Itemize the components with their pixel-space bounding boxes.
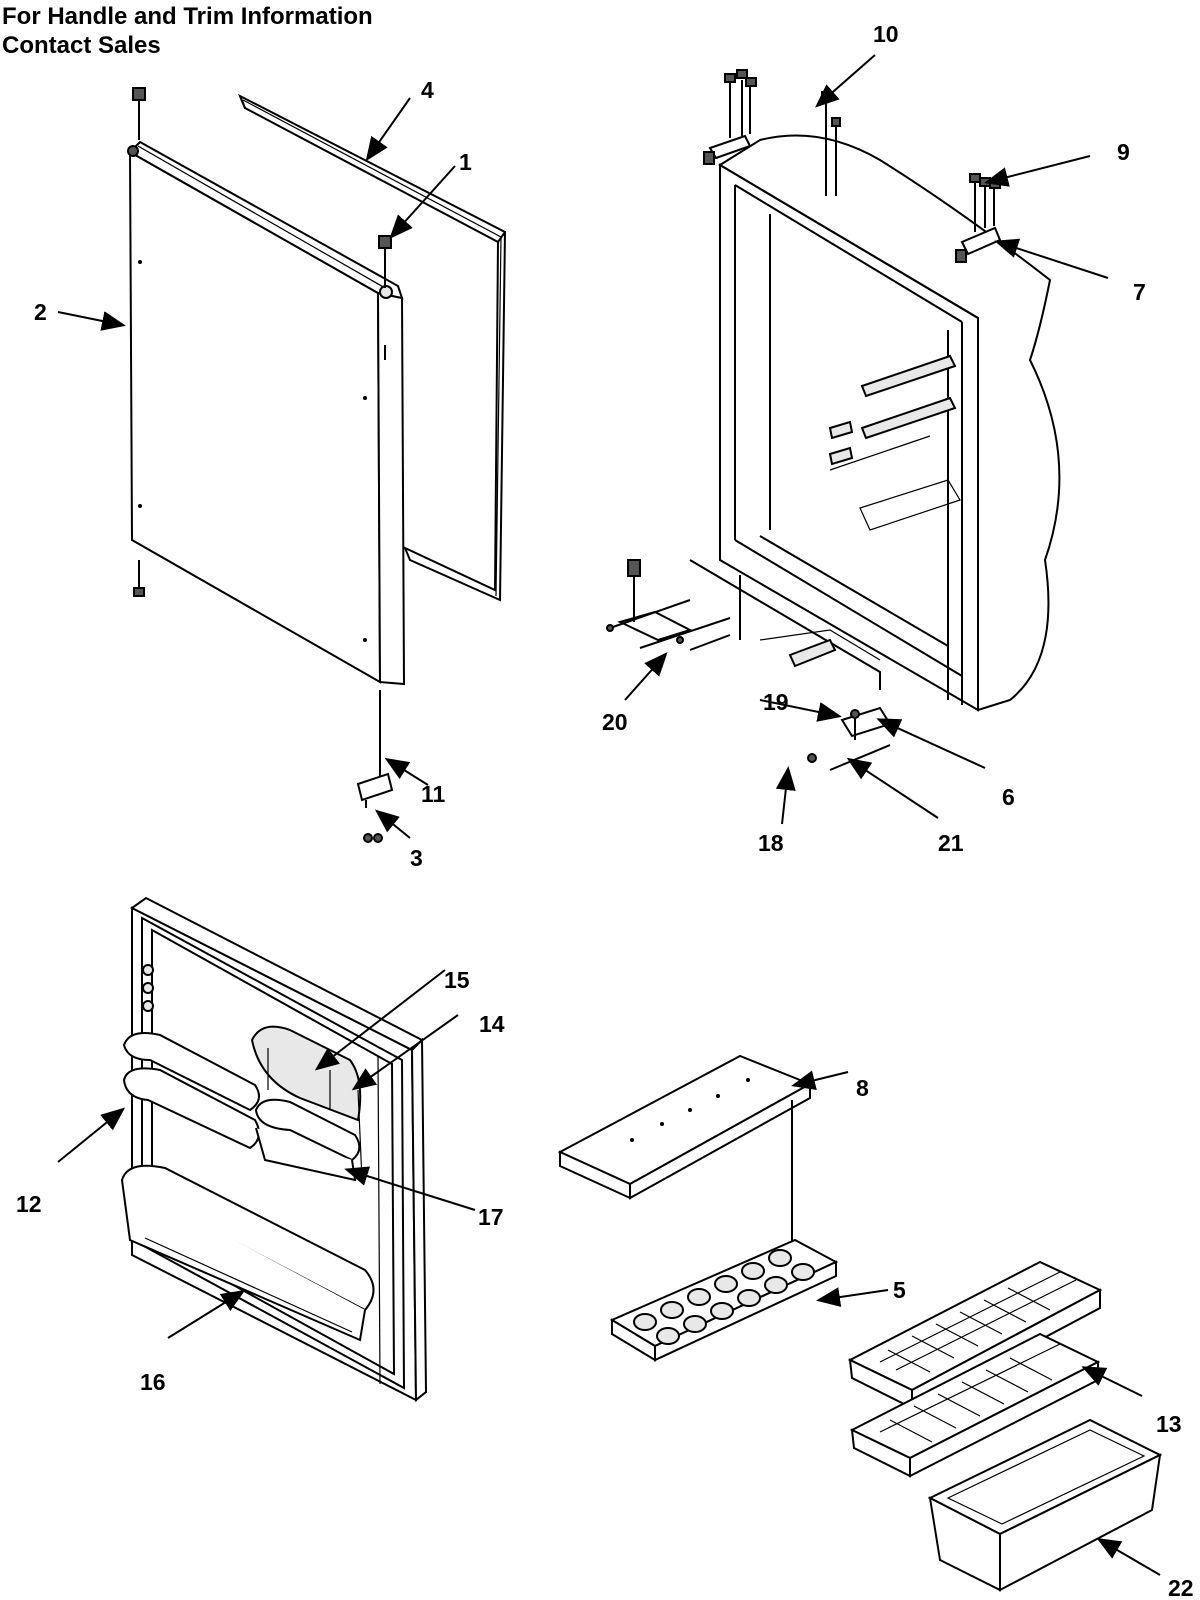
dairy-retainer bbox=[357, 1089, 363, 1181]
top-hinge-right bbox=[955, 173, 1002, 263]
bottom-hinge-left bbox=[606, 559, 731, 651]
callout-2: 2 bbox=[34, 299, 47, 325]
header-line-2: Contact Sales bbox=[2, 32, 161, 59]
top-hinge-pin bbox=[132, 87, 146, 140]
callout-7: 7 bbox=[1133, 279, 1146, 305]
callout-13: 13 bbox=[1156, 1411, 1182, 1437]
callout-8: 8 bbox=[856, 1075, 869, 1101]
callout-22: 22 bbox=[1168, 1575, 1194, 1600]
callout-12: 12 bbox=[16, 1191, 42, 1217]
door-gasket bbox=[238, 93, 507, 602]
door-assembly bbox=[127, 87, 507, 843]
callout-19: 19 bbox=[763, 689, 789, 715]
callout-leaders bbox=[57, 54, 1161, 1576]
ice-cube-trays bbox=[847, 1260, 1103, 1478]
callout-1: 1 bbox=[459, 149, 472, 175]
door-stop-screw bbox=[378, 235, 392, 288]
door-liner-assembly bbox=[120, 896, 428, 1403]
callout-15: 15 bbox=[444, 967, 470, 993]
door-bin-upper-right bbox=[254, 1098, 361, 1182]
callout-10: 10 bbox=[873, 21, 899, 47]
callout-21: 21 bbox=[938, 830, 964, 856]
door-panel bbox=[127, 140, 406, 686]
header-note: For Handle and Trim Information Contact … bbox=[2, 2, 373, 60]
callout-18: 18 bbox=[758, 830, 784, 856]
callout-11: 11 bbox=[421, 781, 446, 807]
ice-bucket bbox=[927, 1418, 1163, 1592]
cabinet-assembly bbox=[606, 69, 1061, 771]
shelf-cover bbox=[557, 1054, 813, 1270]
callout-20: 20 bbox=[602, 709, 628, 735]
header-line-1: For Handle and Trim Information bbox=[2, 3, 373, 30]
callout-16: 16 bbox=[140, 1369, 166, 1395]
callout-4: 4 bbox=[421, 77, 434, 103]
callout-3: 3 bbox=[410, 845, 423, 871]
accessories bbox=[557, 1054, 1163, 1592]
callout-5: 5 bbox=[893, 1277, 906, 1303]
bottom-hinge bbox=[133, 345, 394, 843]
top-hinge-left bbox=[703, 69, 757, 165]
callout-6: 6 bbox=[1002, 784, 1015, 810]
callout-9: 9 bbox=[1117, 139, 1130, 165]
bottom-hinge-right bbox=[807, 706, 892, 771]
callout-17: 17 bbox=[478, 1204, 504, 1230]
callout-labels: 1 2 3 4 5 6 7 8 9 10 11 12 13 14 15 16 1… bbox=[16, 21, 1194, 1600]
dairy-compartment bbox=[250, 1025, 362, 1122]
callout-14: 14 bbox=[479, 1011, 505, 1037]
egg-tray bbox=[609, 1238, 839, 1362]
